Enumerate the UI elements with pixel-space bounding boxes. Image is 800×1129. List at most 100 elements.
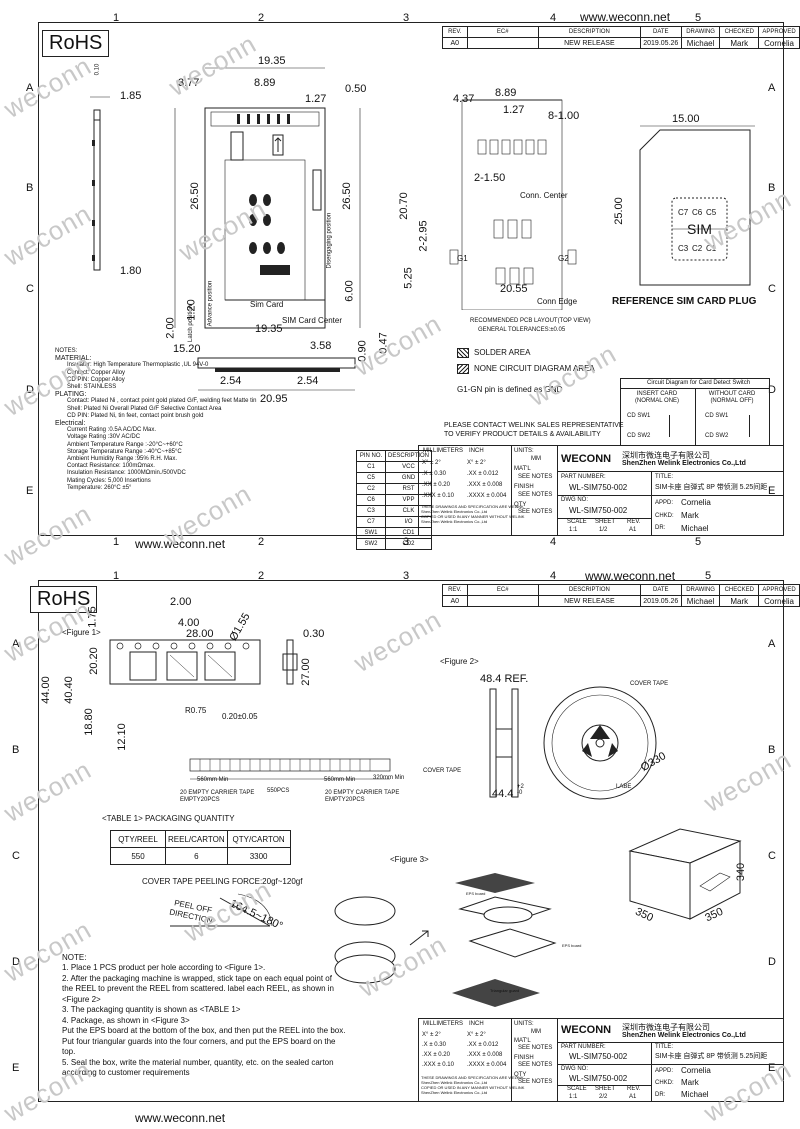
reel-label: COVER TAPE xyxy=(630,681,669,687)
tb-label: SEE NOTES xyxy=(518,1045,553,1051)
rev-cell xyxy=(466,37,539,49)
tb-label: MAT'L xyxy=(514,1038,531,1044)
rev-cell: Mark xyxy=(719,595,760,607)
rev-cell xyxy=(466,595,539,607)
col-marker: 5 xyxy=(705,570,712,582)
tb-tol: .XX ± 0.012 xyxy=(467,1042,499,1048)
circuit-label: WITHOUT CARD (NORMAL OFF) xyxy=(708,391,756,404)
dim-label: 19.35 xyxy=(255,323,283,335)
tb-tol: .XXX ± 0.008 xyxy=(467,1052,503,1058)
dim-label: Conn. Center xyxy=(520,191,568,200)
tape-label: 20 EMPTY CARRIER TAPE EMPTY20PCS xyxy=(180,790,255,803)
col-marker: 1 xyxy=(113,536,120,548)
tape-label: 560mm Min xyxy=(324,777,356,783)
dim-label: 15.20 xyxy=(173,343,201,355)
pack-header: QTY/CARTON xyxy=(226,830,291,848)
note-line: CD PIN: Copper Alloy xyxy=(67,376,125,383)
tb-tol: .X ± 0.30 xyxy=(422,1042,446,1048)
tb-tol: X° ± 2° xyxy=(422,1032,441,1038)
tape-label: 560mm Min xyxy=(197,777,229,783)
pin-cell: C3 xyxy=(356,505,386,517)
title-block: MILLIMETERS INCH X° ± 2° X° ± 2° .X ± 0.… xyxy=(418,1018,784,1102)
note-line: Shell: STAINLESS xyxy=(67,384,117,391)
rohs-mark: RoHS xyxy=(30,586,98,613)
tb-label: PART NUMBER: xyxy=(561,1044,606,1050)
dim-label: 0.30 xyxy=(303,628,325,640)
sim-contact: C1 xyxy=(706,244,717,253)
note-line: <Figure 2> xyxy=(62,994,101,1004)
tb-label: SHEET xyxy=(595,519,616,525)
tape-label: 550PCS xyxy=(267,788,290,794)
note-line: Insulator: High Temperature Thermoplasti… xyxy=(67,362,209,369)
row-marker: D xyxy=(768,384,776,396)
dim-label: Sim Card xyxy=(250,300,284,309)
tb-value: 2/2 xyxy=(599,1094,608,1100)
pack-cell: 3300 xyxy=(226,847,291,865)
tb-value: 1:1 xyxy=(569,527,578,533)
brand-logo: WECONN xyxy=(561,453,612,465)
pin-cell: RST xyxy=(384,483,433,495)
row-marker: B xyxy=(12,744,20,756)
rev-cell: NEW RELEASE xyxy=(537,37,641,49)
company-en: ShenZhen Welink Electronics Co.,Ltd xyxy=(622,1032,746,1039)
tb-label: CHKD: xyxy=(655,1080,674,1086)
tb-value: 1/2 xyxy=(599,527,608,533)
dim-label: 3.77 xyxy=(178,77,200,89)
tb-value: A1 xyxy=(629,1094,637,1100)
col-marker: 5 xyxy=(695,536,702,548)
checker: Mark xyxy=(681,511,699,520)
figure-label: <Figure 3> xyxy=(390,855,429,864)
dim-label: 27.00 xyxy=(299,658,312,686)
col-marker: 2 xyxy=(258,536,265,548)
dim-label: 8.89 xyxy=(495,87,517,99)
tb-label: MILLIMETERS xyxy=(423,1021,464,1027)
rohs-mark: RoHS xyxy=(42,30,110,57)
notes-title: NOTES: xyxy=(55,348,78,354)
figure-label: <Figure 2> xyxy=(440,657,479,666)
website-url: www.weconn.net xyxy=(580,10,671,24)
tb-label: QTY xyxy=(514,502,527,508)
row-marker: A xyxy=(768,82,776,94)
row-marker: C xyxy=(768,850,776,862)
rev-header: DATE xyxy=(639,584,682,596)
rev-cell: 2019.05.26 xyxy=(639,595,682,607)
pack-header: QTY/REEL xyxy=(110,830,166,848)
pin-cell: C6 xyxy=(356,494,386,506)
dim-label: 3.58 xyxy=(310,340,332,352)
rev-header: CHECKED xyxy=(719,26,760,38)
dim-label: 2-1.50 xyxy=(474,172,506,184)
note-line: Put four triangular guards into the four… xyxy=(62,1036,336,1046)
note-line: Current Rating :0.5A AC/DC Max. xyxy=(67,427,157,434)
pin-cell: C2 xyxy=(356,483,386,495)
tb-label: MM xyxy=(531,1029,541,1035)
drafter: Michael xyxy=(681,524,709,533)
col-marker: 1 xyxy=(113,12,120,24)
drawing-title: SIM卡座 自弹式 8P 带侦测 5.25间距 xyxy=(655,484,768,491)
dim-label: 2.54 xyxy=(297,375,319,387)
tb-legal: THESE DRAWINGS AND SPECIFICATION ARE WEL… xyxy=(421,504,525,524)
dim-label: 1.85 xyxy=(120,90,142,102)
dim-label: Conn Edge xyxy=(537,297,578,306)
dim-label: Disengaging position xyxy=(326,212,333,269)
note-line: MATERIAL: xyxy=(55,355,92,363)
pack-header: REEL/CARTON xyxy=(165,830,228,848)
dim-label: 0.50 xyxy=(345,83,367,95)
sim-contact: C7 xyxy=(678,208,689,217)
note-line: Ambient Humidity Range :95% R.H. Max. xyxy=(67,456,178,463)
note-line: Shell: Plated Ni Overall Plated G/F Sele… xyxy=(67,405,222,412)
dim-label: 1.27 xyxy=(503,104,525,116)
note-line: top. xyxy=(62,1047,76,1056)
dim-label: 26.50 xyxy=(340,182,353,210)
note-line: according to customer requirements xyxy=(62,1068,190,1077)
rev-cell: Michael xyxy=(680,595,721,607)
approver: Cornelia xyxy=(681,498,711,507)
dim-label: 1.20 xyxy=(185,299,198,321)
note-line: Contact: Plated Ni , contact point gold … xyxy=(67,398,257,405)
col-marker: 4 xyxy=(550,536,557,548)
pin-cell: SW1 xyxy=(356,527,386,539)
part-number: WL-SIM750-002 xyxy=(569,483,628,492)
gnd-note: G1-GN pin is defined as GND xyxy=(457,385,563,394)
tb-label: DWG NO: xyxy=(561,497,588,503)
dim-label: 48.4 REF. xyxy=(480,673,529,685)
